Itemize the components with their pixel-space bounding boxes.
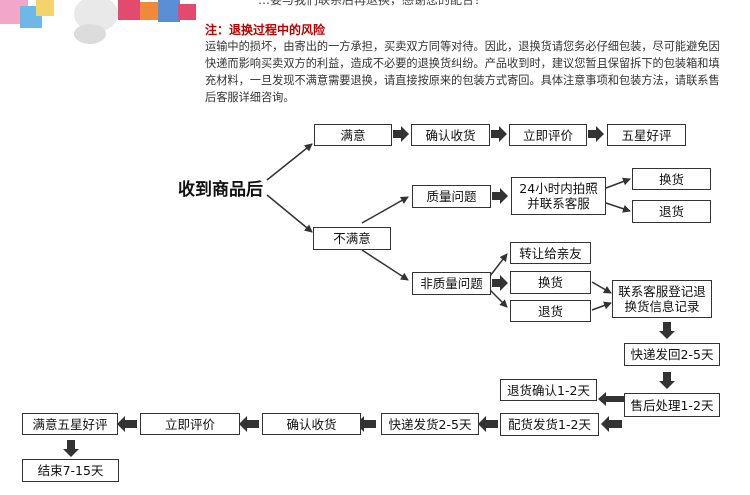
exchange-box: 换货 — [632, 168, 711, 190]
arrow-exchange2-to-contact — [591, 281, 612, 294]
block-arrow-left-3 — [356, 416, 376, 432]
block-arrow-4 — [492, 188, 508, 204]
unsatisfied-box: 不满意 — [313, 227, 391, 250]
block-arrow-1 — [393, 126, 409, 142]
block-arrow-3 — [588, 126, 604, 142]
satisfied-box: 满意 — [314, 124, 392, 146]
block-arrow-down-2 — [659, 372, 675, 389]
arrow-unsatisfied-to-quality — [361, 196, 409, 224]
arrow-start-to-unsatisfied — [266, 194, 313, 233]
arrow-photo-to-exchange — [605, 177, 631, 189]
exchange2-box: 换货 — [510, 271, 591, 294]
arrow-photo-to-return — [605, 202, 631, 213]
block-arrow-2 — [491, 126, 507, 142]
block-arrow-left-5 — [117, 416, 137, 432]
block-arrow-left-4 — [239, 416, 259, 432]
dispatch-box: 配货发货1-2天 — [500, 413, 599, 436]
notice-body: 运输中的损坏，由寄出的一方承担，买卖双方同等对待。因此，退换货请您务必仔细包装，… — [205, 40, 720, 104]
arrow-start-to-satisfied — [266, 143, 313, 181]
header-cropped-text: …要与我们联系后再退换，感谢您的配合！ — [258, 0, 487, 7]
block-arrow-5 — [492, 275, 508, 291]
after-sales-box: 售后处理1-2天 — [624, 393, 720, 417]
notice-title: 注：退换过程中的风险 — [205, 23, 326, 37]
review-now-box: 立即评价 — [509, 124, 587, 146]
block-arrow-down-end — [63, 440, 79, 457]
block-arrow-left-1 — [601, 416, 622, 432]
return2-box: 退货 — [510, 300, 591, 322]
block-arrow-down-1 — [659, 322, 675, 339]
confirm-receipt2-box: 确认收货 — [262, 413, 361, 435]
start-label: 收到商品后 — [178, 180, 263, 200]
quality-issue-box: 质量问题 — [412, 185, 491, 208]
shopping-figure-illustration — [0, 0, 196, 44]
satisfied-five-star-box: 满意五星好评 — [22, 413, 118, 435]
arrow-unsatisfied-to-nonquality — [361, 249, 409, 281]
refund-confirm-box: 退货确认1-2天 — [500, 379, 597, 401]
return-box: 退货 — [632, 200, 711, 223]
arrow-nonquality-to-return2 — [489, 289, 508, 308]
transfer-friend-box: 转让给亲友 — [510, 242, 591, 264]
end-box: 结束7-15天 — [22, 459, 119, 482]
photo-contact-box: 24小时内拍照并联系客服 — [511, 177, 606, 215]
contact-register-box: 联系客服登记退换货信息记录 — [612, 280, 712, 318]
arrow-nonquality-to-transfer — [489, 253, 508, 277]
block-arrow-left-up — [598, 392, 626, 406]
ship-back-box: 快递发回2-5天 — [624, 343, 720, 366]
block-arrow-left-2 — [478, 416, 498, 432]
express-ship-box: 快递发货2-5天 — [381, 413, 479, 435]
non-quality-issue-box: 非质量问题 — [412, 272, 491, 295]
five-star-box: 五星好评 — [607, 124, 686, 146]
review-now2-box: 立即评价 — [140, 413, 240, 435]
confirm-receipt-box: 确认收货 — [411, 124, 490, 146]
arrow-return2-to-contact — [591, 301, 612, 311]
